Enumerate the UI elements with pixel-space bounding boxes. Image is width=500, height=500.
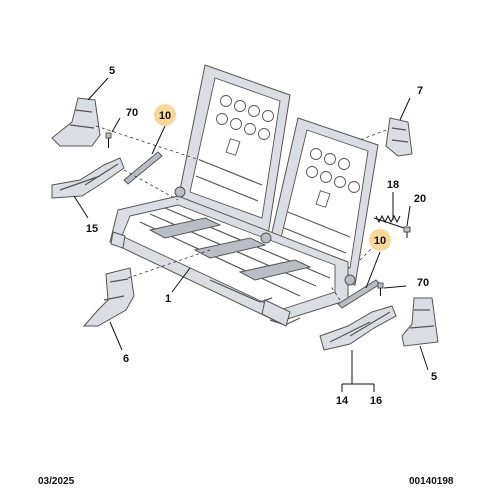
seat-frame-assembly [109,64,379,327]
part-70-right-screw [377,282,384,296]
part-15-mechanism [51,157,125,199]
callout-5-bottom: 5 [431,371,437,383]
callout-14: 14 [336,395,349,407]
footer-date: 03/2025 [38,476,75,487]
right-backrest-holes [306,148,360,208]
callout-10-right: 10 [374,235,386,247]
part-6-cover [82,267,135,327]
callout-6: 6 [123,353,129,365]
assembly-guide-lines [95,125,387,301]
callout-18: 18 [387,179,399,191]
part-20-pin [403,226,411,238]
callout-1: 1 [165,293,171,305]
callout-16: 16 [370,395,382,407]
part-5-bottom-cover [401,297,439,347]
highlight-circle-10-left [154,104,176,126]
footer-reference: 00140198 [409,476,454,487]
part-10-left-rod [123,151,163,185]
callout-5-top: 5 [109,65,115,77]
callout-numbers: 5 70 10 7 18 20 10 70 15 1 6 5 14 16 [86,65,437,407]
leader-lines [73,77,429,392]
callout-70-right: 70 [417,277,429,289]
part-5-top-cover [51,97,101,147]
part-18-spring [373,214,405,229]
callout-10-left: 10 [159,110,171,122]
part-70-left-screw [105,132,112,148]
highlight-circle-10-right [369,229,391,251]
callout-70-left: 70 [126,107,138,119]
part-7-bracket [385,117,413,157]
left-backrest-holes [216,95,274,156]
callout-20: 20 [414,193,426,205]
callout-7: 7 [417,85,423,97]
callout-15: 15 [86,223,98,235]
